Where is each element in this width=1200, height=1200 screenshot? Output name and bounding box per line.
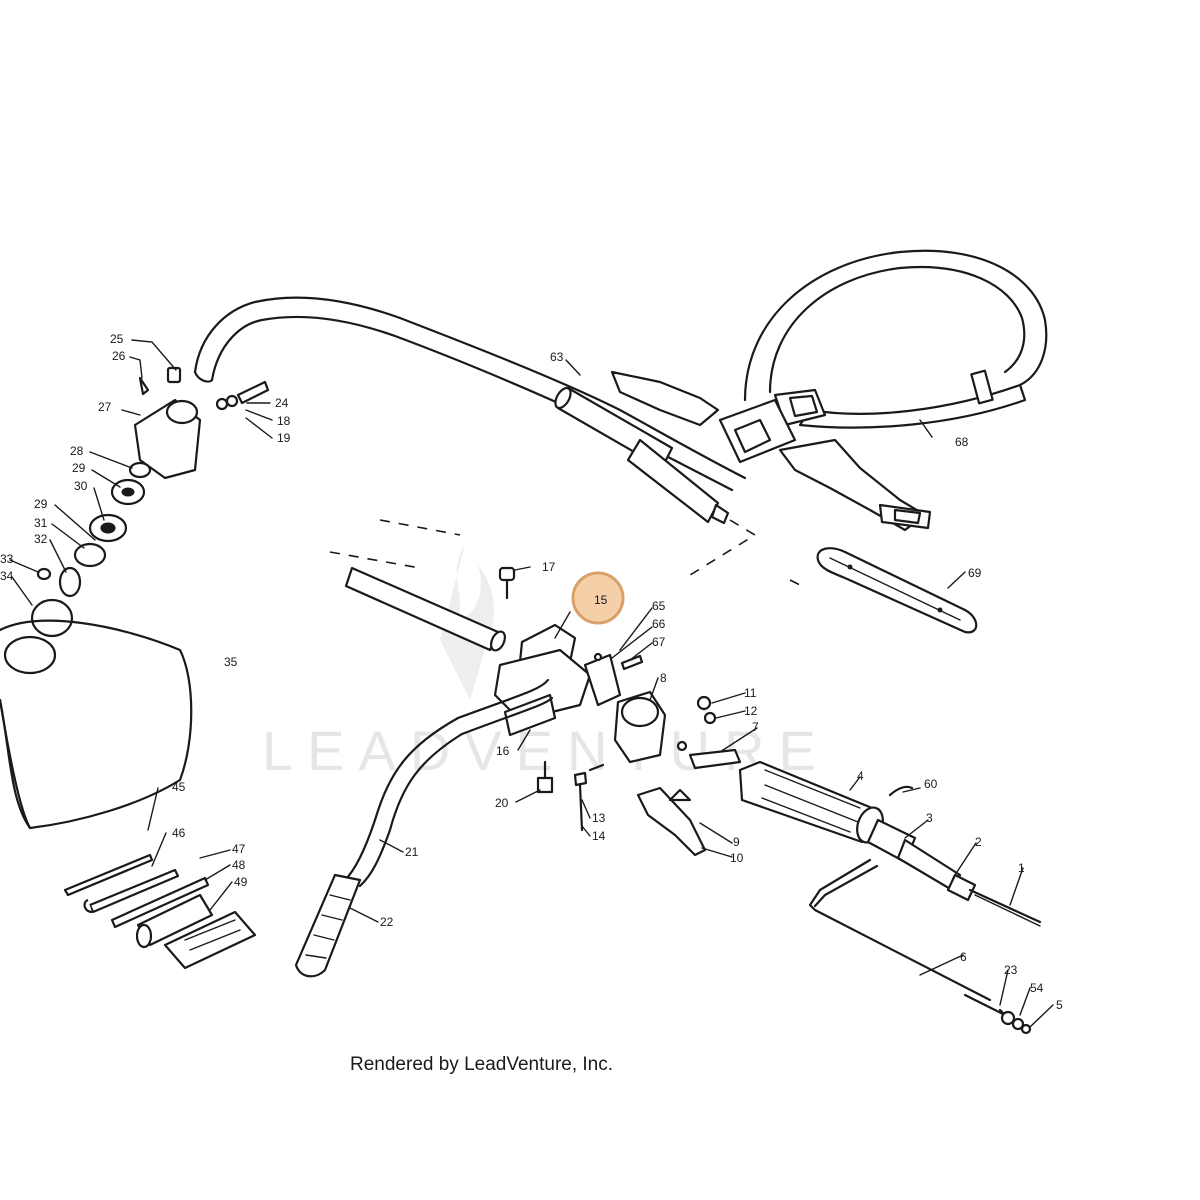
callout-20: 20 bbox=[495, 796, 509, 810]
callout-25: 25 bbox=[110, 332, 124, 346]
callout-63: 63 bbox=[550, 350, 564, 364]
callout-35: 35 bbox=[224, 655, 238, 669]
callout-6: 6 bbox=[960, 950, 967, 964]
callout-45: 45 bbox=[172, 780, 186, 794]
callout-8: 8 bbox=[660, 671, 667, 685]
callout-4: 4 bbox=[857, 769, 864, 783]
callout-32: 32 bbox=[34, 532, 48, 546]
callout-28: 28 bbox=[70, 444, 84, 458]
strap-69 bbox=[816, 547, 978, 634]
callout-60: 60 bbox=[924, 777, 938, 791]
callout-18: 18 bbox=[277, 414, 291, 428]
highlight-marker bbox=[571, 571, 625, 625]
lower-drive-tube bbox=[626, 438, 730, 525]
callout-33: 33 bbox=[0, 552, 14, 566]
callout-31: 31 bbox=[34, 516, 48, 530]
callout-54: 54 bbox=[1030, 981, 1044, 995]
callout-2: 2 bbox=[975, 835, 982, 849]
callout-27: 27 bbox=[98, 400, 112, 414]
callout-24: 24 bbox=[275, 396, 289, 410]
callout-66: 66 bbox=[652, 617, 666, 631]
callout-9: 9 bbox=[733, 835, 740, 849]
callout-29b: 29 bbox=[34, 497, 48, 511]
callout-30: 30 bbox=[74, 479, 88, 493]
shield-35 bbox=[0, 619, 193, 830]
right-lower-group bbox=[738, 760, 1042, 1035]
callout-11: 11 bbox=[744, 686, 757, 700]
callout-65: 65 bbox=[652, 599, 666, 613]
callout-49: 49 bbox=[234, 875, 248, 889]
callout-19: 19 bbox=[277, 431, 291, 445]
callout-3: 3 bbox=[926, 811, 933, 825]
callout-23: 23 bbox=[1004, 963, 1018, 977]
callout-12: 12 bbox=[744, 704, 758, 718]
callout-48: 48 bbox=[232, 858, 246, 872]
callout-21: 21 bbox=[405, 845, 419, 859]
callout-67: 67 bbox=[652, 635, 666, 649]
callout-29a: 29 bbox=[72, 461, 86, 475]
callout-22: 22 bbox=[380, 915, 394, 929]
callout-46: 46 bbox=[172, 826, 186, 840]
callout-10: 10 bbox=[730, 851, 744, 865]
footer-credit: Rendered by LeadVenture, Inc. bbox=[350, 1054, 613, 1075]
callout-26: 26 bbox=[112, 349, 126, 363]
callout-15: 15 bbox=[594, 593, 608, 607]
callout-34: 34 bbox=[0, 569, 14, 583]
callout-68: 68 bbox=[955, 435, 969, 449]
callout-16: 16 bbox=[496, 744, 510, 758]
tool-kit bbox=[63, 853, 257, 970]
callout-47: 47 bbox=[232, 842, 246, 856]
callout-7: 7 bbox=[752, 720, 759, 734]
callout-1: 1 bbox=[1018, 861, 1025, 875]
callout-14: 14 bbox=[592, 829, 606, 843]
callout-labels: 1 2 3 4 5 6 7 8 9 10 11 12 13 14 15 16 1… bbox=[0, 332, 1063, 1012]
center-group bbox=[294, 566, 742, 978]
callout-13: 13 bbox=[592, 811, 606, 825]
shoulder-harness-68 bbox=[610, 249, 1048, 532]
leader-lines bbox=[9, 339, 1054, 1028]
callout-17: 17 bbox=[542, 560, 556, 574]
callout-69: 69 bbox=[968, 566, 982, 580]
callout-5: 5 bbox=[1056, 998, 1063, 1012]
gear-head-group bbox=[30, 366, 270, 638]
